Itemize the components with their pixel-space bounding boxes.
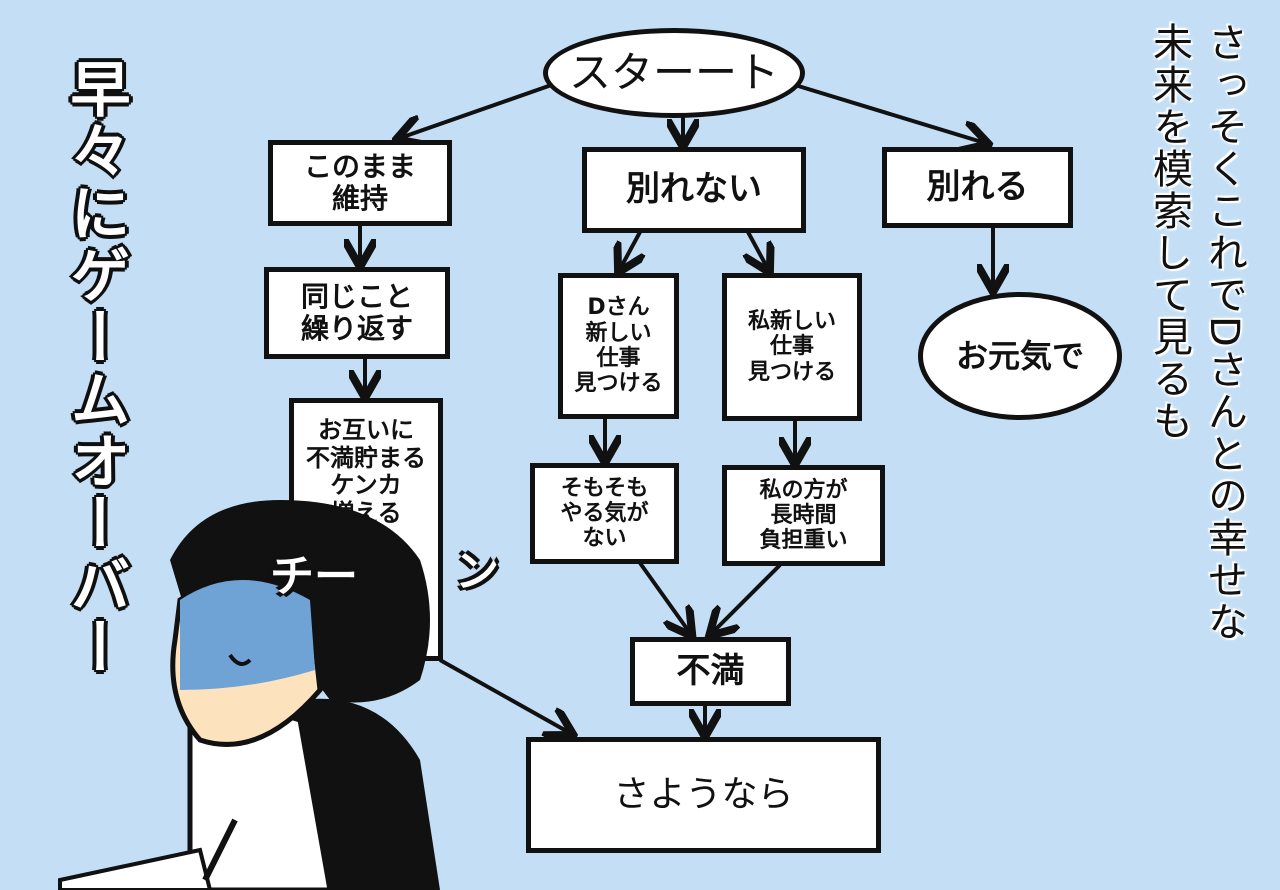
node-keep: このまま 維持 xyxy=(268,140,452,226)
arrow-burden-diss xyxy=(712,563,782,633)
sfx-n: ン xyxy=(455,546,499,597)
node-break: 別れる xyxy=(882,147,1073,228)
node-no-break: 別れない xyxy=(582,147,806,233)
node-no-motivation: そもそも やる気が ない xyxy=(530,463,679,564)
arrow-nobreak-d xyxy=(620,231,640,269)
node-my-burden: 私の方が 長時間 負担重い xyxy=(722,465,885,566)
narration-line-1: さっそくこれでDさんとの幸せな xyxy=(1201,22,1247,643)
arrow-nomot-diss xyxy=(638,561,690,633)
node-dissatisfaction: 不満 xyxy=(630,637,791,706)
arrow-start-break xyxy=(794,83,985,143)
narration-line-2: 未来を模索して見るも xyxy=(1146,22,1192,442)
arrow-start-keep xyxy=(400,80,561,138)
arrow-resent-goodbye xyxy=(439,658,570,733)
sfx-chi: チー xyxy=(270,551,358,602)
node-start: スターート xyxy=(543,28,805,118)
arrow-nobreak-me xyxy=(748,231,768,269)
node-my-new-job: 私新しい 仕事 見つける xyxy=(722,273,862,421)
node-repeat: 同じこと 繰り返す xyxy=(264,267,450,359)
node-d-new-job: Dさん 新しい 仕事 見つける xyxy=(558,273,679,419)
node-farewell: お元気で xyxy=(918,292,1122,420)
node-goodbye: さようなら xyxy=(526,737,881,853)
title-vertical: 早々にゲームオーバー xyxy=(60,58,130,678)
